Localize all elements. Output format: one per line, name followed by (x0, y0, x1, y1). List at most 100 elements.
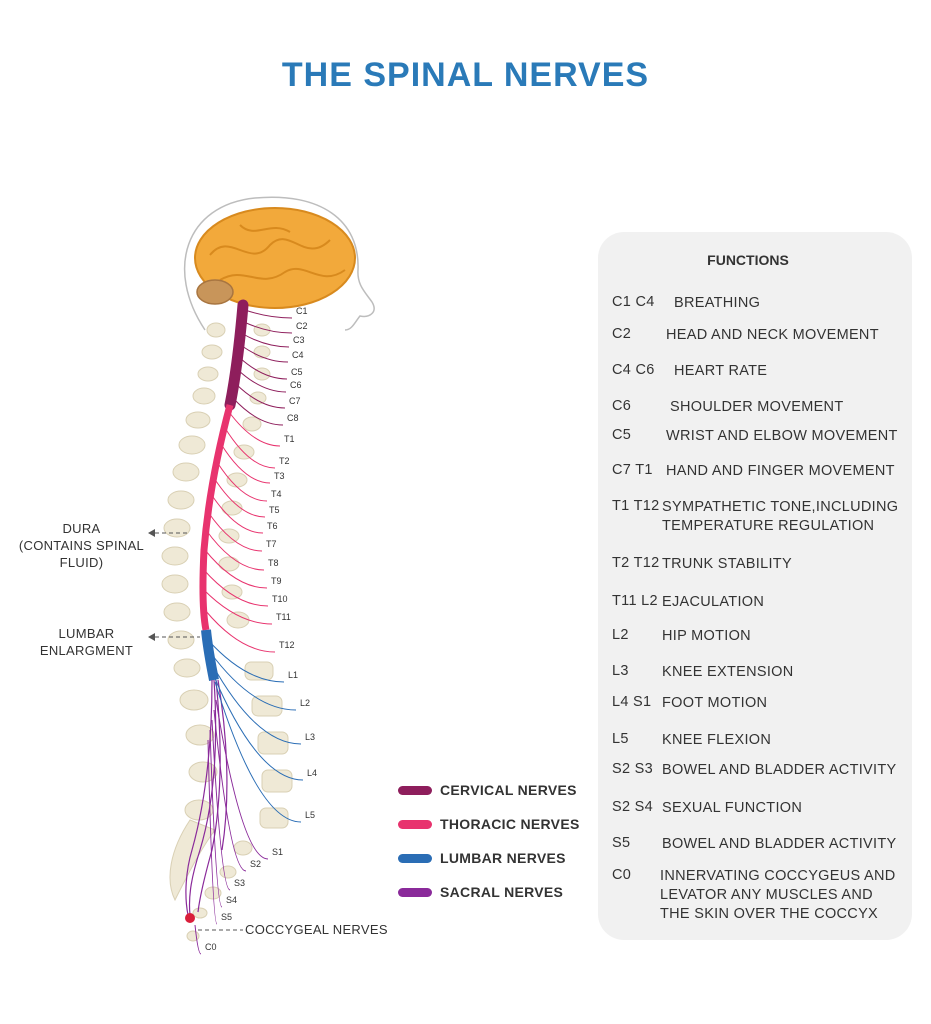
nerve-branch-c4 (241, 345, 289, 363)
nerve-branch-t3 (220, 443, 271, 484)
nerve-label-t7: T7 (266, 539, 277, 549)
function-code: T2 T12 (612, 555, 660, 571)
function-description: TRUNK STABILITY (662, 556, 792, 572)
coccygeal-dot (185, 913, 195, 923)
function-description: HAND AND FINGER MOVEMENT (666, 463, 895, 479)
lumbar-enlargement-label: LUMBAR ENLARGMENT (39, 626, 134, 658)
nerve-branch-t1 (228, 411, 281, 447)
spine-diagram: C1C2C3C4C5C6C7C8T1T2T3T4T5T6T7T8T9T10T11… (148, 196, 375, 955)
function-code: T11 L2 (612, 593, 658, 609)
nerve-label-c1: C1 (296, 306, 308, 316)
function-code: C4 C6 (612, 362, 655, 378)
nerve-label-t6: T6 (267, 521, 278, 531)
legend-item-lumbar: LUMBAR NERVES (398, 841, 580, 875)
page-title: THE SPINAL NERVES (281, 56, 650, 94)
nerve-label-l1: L1 (288, 670, 298, 680)
nerve-label-t12: T12 (279, 640, 295, 650)
nerve-branch-c8 (232, 397, 284, 426)
legend: CERVICAL NERVES THORACIC NERVES LUMBAR N… (398, 773, 580, 909)
function-description: KNEE FLEXION (662, 732, 772, 748)
legend-swatch-cervical (398, 785, 432, 795)
nerve-label-s2: S2 (250, 859, 261, 869)
nerve-label-t3: T3 (274, 471, 285, 481)
function-description: SEXUAL FUNCTION (662, 800, 803, 816)
nerve-branch-s3 (211, 719, 231, 891)
function-description: EJACULATION (662, 594, 765, 610)
nerve-branch-s5 (207, 739, 218, 925)
nerve-label-c4: C4 (292, 350, 304, 360)
nerve-branch-c3 (242, 333, 290, 348)
nerve-branch-c2 (243, 321, 293, 334)
function-code: L4 S1 (612, 694, 652, 710)
function-description: HIP MOTION (662, 628, 751, 644)
legend-swatch-thoracic (398, 819, 432, 829)
nerve-label-t11: T11 (276, 612, 291, 622)
function-code: L5 (612, 731, 629, 747)
nerve-branch-t7 (207, 511, 263, 552)
nerve-label-t10: T10 (272, 594, 288, 604)
nerve-label-l3: L3 (305, 732, 315, 742)
function-description: HEAD AND NECK MOVEMENT (666, 327, 879, 343)
nerve-branch-l3 (211, 663, 302, 745)
cervical-cord (224, 299, 249, 411)
nerve-branch-t10 (203, 569, 269, 607)
function-code: L2 (612, 627, 629, 643)
nerve-label-c5: C5 (291, 367, 303, 377)
legend-item-thoracic: THORACIC NERVES (398, 807, 580, 841)
nerve-label-c3: C3 (293, 335, 305, 345)
legend-label-lumbar: LUMBAR NERVES (440, 850, 566, 866)
nerve-label-c6: C6 (290, 380, 302, 390)
legend-label-sacral: SACRAL NERVES (440, 884, 564, 900)
function-description: INNERVATING COCCYGEUS AND LEVATOR ANY MU… (660, 868, 896, 922)
nerve-label-t9: T9 (271, 576, 282, 586)
function-description: FOOT MOTION (662, 695, 768, 711)
function-description: HEART RATE (674, 363, 768, 379)
coccygeal-nerves-label: COCCYGEAL NERVES (245, 922, 388, 937)
nerve-branch-c0 (194, 924, 202, 955)
function-description: KNEE EXTENSION (662, 664, 794, 680)
function-code: C6 (612, 398, 632, 414)
function-code: C5 (612, 427, 632, 443)
function-description: BREATHING (674, 295, 761, 311)
nerve-branch-t4 (216, 461, 268, 502)
nerve-label-t1: T1 (284, 434, 295, 444)
nerve-branch-c1 (244, 309, 293, 319)
nerve-label-l5: L5 (305, 810, 315, 820)
nerve-branch-t11 (203, 589, 273, 625)
nerve-label-c2: C2 (296, 321, 308, 331)
dura-arrow (148, 529, 155, 537)
nerve-label-t5: T5 (269, 505, 280, 515)
nerve-branch-s4 (209, 729, 223, 908)
nerve-branch-l1 (207, 639, 285, 683)
sacral-nerve-bundle (185, 679, 228, 916)
legend-label-thoracic: THORACIC NERVES (440, 816, 580, 832)
functions-title: FUNCTIONS (707, 252, 789, 268)
nerve-label-t8: T8 (268, 558, 279, 568)
legend-item-sacral: SACRAL NERVES (398, 875, 580, 909)
nerve-label-s1: S1 (272, 847, 283, 857)
nerve-label-c8: C8 (287, 413, 299, 423)
nerve-branch-t8 (205, 529, 265, 571)
function-code: S5 (612, 835, 631, 851)
nerve-branch-s2 (213, 709, 247, 872)
nerve-labels: C1C2C3C4C5C6C7C8T1T2T3T4T5T6T7T8T9T10T11… (205, 306, 317, 952)
nerve-branch-t2 (224, 427, 276, 469)
function-code: C0 (612, 867, 632, 883)
function-description: BOWEL AND BLADDER ACTIVITY (662, 762, 897, 778)
function-code: T1 T12 (612, 498, 660, 514)
nerve-branches (194, 309, 304, 955)
nerve-label-l2: L2 (300, 698, 310, 708)
nerve-label-t2: T2 (279, 456, 290, 466)
vertebrae (161, 322, 293, 942)
function-code: L3 (612, 663, 629, 679)
thoracic-cord (199, 404, 234, 631)
nerve-branch-l4 (212, 673, 304, 781)
lumbar-cord (201, 629, 219, 681)
legend-swatch-lumbar (398, 853, 432, 863)
nerve-branch-t5 (213, 477, 266, 518)
function-description: SYMPATHETIC TONE,INCLUDING TEMPERATURE R… (662, 499, 899, 534)
nerve-label-t4: T4 (271, 489, 282, 499)
function-code: C1 C4 (612, 294, 655, 310)
nerve-branch-l5 (214, 681, 302, 823)
